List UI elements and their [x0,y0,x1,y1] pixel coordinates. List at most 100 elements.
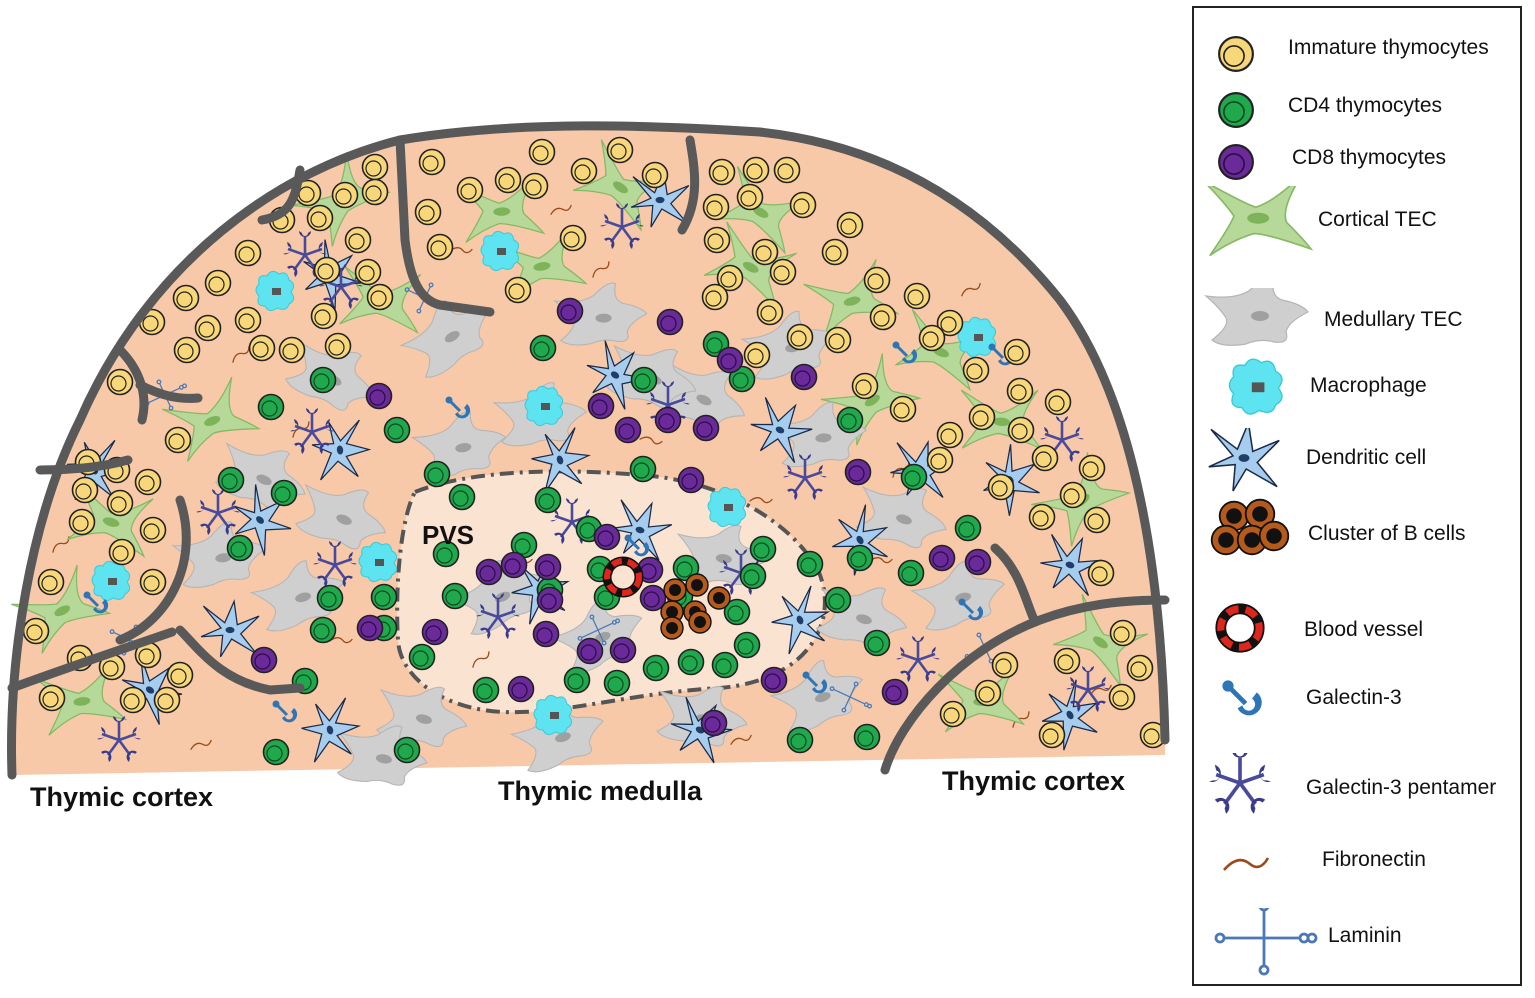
cd8-thymocyte [609,636,637,664]
immature-thymocyte [134,468,162,496]
immature-thymocyte [743,341,771,369]
legend-label: Cortical TEC [1318,208,1437,231]
cd8-thymocyte [844,458,872,486]
cd8-thymocyte [692,414,720,442]
cd4-thymocyte [749,535,777,563]
cd4-thymocyte [262,738,290,766]
immature-thymocyte [354,258,382,286]
cd8-thymocyte [536,586,564,614]
cd8-thymocyte [790,363,818,391]
cd8-thymocyte [716,346,744,374]
immature-thymocyte [903,282,931,310]
immature-thymocyte [22,617,50,645]
immature-thymocyte [1006,377,1034,405]
immature-thymocyte [194,314,222,342]
blood-vessel-icon [1200,598,1318,668]
cd4-thymocyte [630,366,658,394]
macrophage [524,385,564,427]
immature-thymocyte [324,332,352,360]
cd8-thymocyte [500,551,528,579]
cd8-thymocyte [760,666,788,694]
immature-thymocyte [139,568,167,596]
immature-thymocyte [106,489,134,517]
legend-item: CD8 thymocytes [1194,132,1524,192]
medullary-tec-icon [1205,288,1309,346]
cd8-thymocyte [614,416,642,444]
laminin-icon [1214,908,1318,976]
immature-thymocyte [606,136,634,164]
immature-thymocyte [1003,338,1031,366]
cd8-thymocyte [421,618,449,646]
immature-thymocyte [789,191,817,219]
immature-thymocyte [1083,506,1111,534]
cd4-thymocyte [846,544,874,572]
immature-thymocyte [1109,619,1137,647]
immature-thymocyte [1038,721,1066,749]
immature-thymocyte [38,684,66,712]
immature-thymocyte [1007,416,1035,444]
galectin-3-pentamer-icon [1207,753,1273,816]
immature-thymocyte [936,421,964,449]
immature-thymocyte [703,226,731,254]
b-cell-cluster-icon [1210,498,1290,556]
immature-thymocyte [1126,654,1154,682]
immature-thymocyte [773,156,801,184]
immature-thymocyte [836,211,864,239]
immature-thymocyte [863,266,891,294]
immature-thymocyte [1044,388,1072,416]
cd4-thymocyte [853,723,881,751]
immature-thymocyte [869,303,897,331]
immature-thymocyte [166,661,194,689]
cd4-thymocyte [863,629,891,657]
legend-label: Cluster of B cells [1308,522,1466,545]
immature-thymocyte [366,283,394,311]
macrophage [255,270,295,312]
cd4-thymocyte [786,726,814,754]
immature-thymocyte [494,166,522,194]
macrophage [91,560,131,602]
fibronectin-icon [1222,856,1270,872]
immature-thymocyte [204,269,232,297]
cd4-thymocyte [472,676,500,704]
legend-item: Galectin-3 [1194,668,1524,738]
cd4-thymocyte [824,586,852,614]
cd4-thymocyte [448,483,476,511]
immature-thymocyte [968,403,996,431]
cd4-thymocyte [739,562,767,590]
legend-label: Immature thymocytes [1288,36,1489,59]
cd4-thymocyte [897,559,925,587]
cd8-thymocyte [576,637,604,665]
immature-thymocyte [68,508,96,536]
immature-thymocyte [234,239,262,267]
macrophage [957,316,997,358]
cd4-thymocyte [370,583,398,611]
cd4-thymocyte [309,616,337,644]
immature-thymocyte [278,336,306,364]
immature-thymocyte [1028,503,1056,531]
immature-thymocyte [974,679,1002,707]
thymic-medulla-label: Thymic medulla [498,776,703,806]
cd8-thymocyte [700,709,728,737]
immature-thymocyte [248,334,276,362]
immature-thymocyte [926,446,954,474]
immature-thymocyte [1059,481,1087,509]
cd8-thymocyte [587,392,615,420]
immature-thymocyte [962,356,990,384]
cd8-thymocyte [656,308,684,336]
cd4-thymocyte [270,479,298,507]
immature-thymocyte [851,372,879,400]
immature-thymocyte [37,568,65,596]
cd8-thymocyte [964,548,992,576]
cd4-thymocyte [393,736,421,764]
cd4-thymocyte [529,334,557,362]
immature-thymocyte [361,153,389,181]
legend-item: Macrophage [1194,358,1524,428]
cd4-thymocyte [217,466,245,494]
immature-thymocyte [751,238,779,266]
immature-thymocyte [172,284,200,312]
cd4-thymocyte [836,406,864,434]
immature-thymocyte [164,426,192,454]
immature-thymocyte [153,686,181,714]
legend-label: Macrophage [1310,374,1427,397]
cd4-thymocyte [441,582,469,610]
